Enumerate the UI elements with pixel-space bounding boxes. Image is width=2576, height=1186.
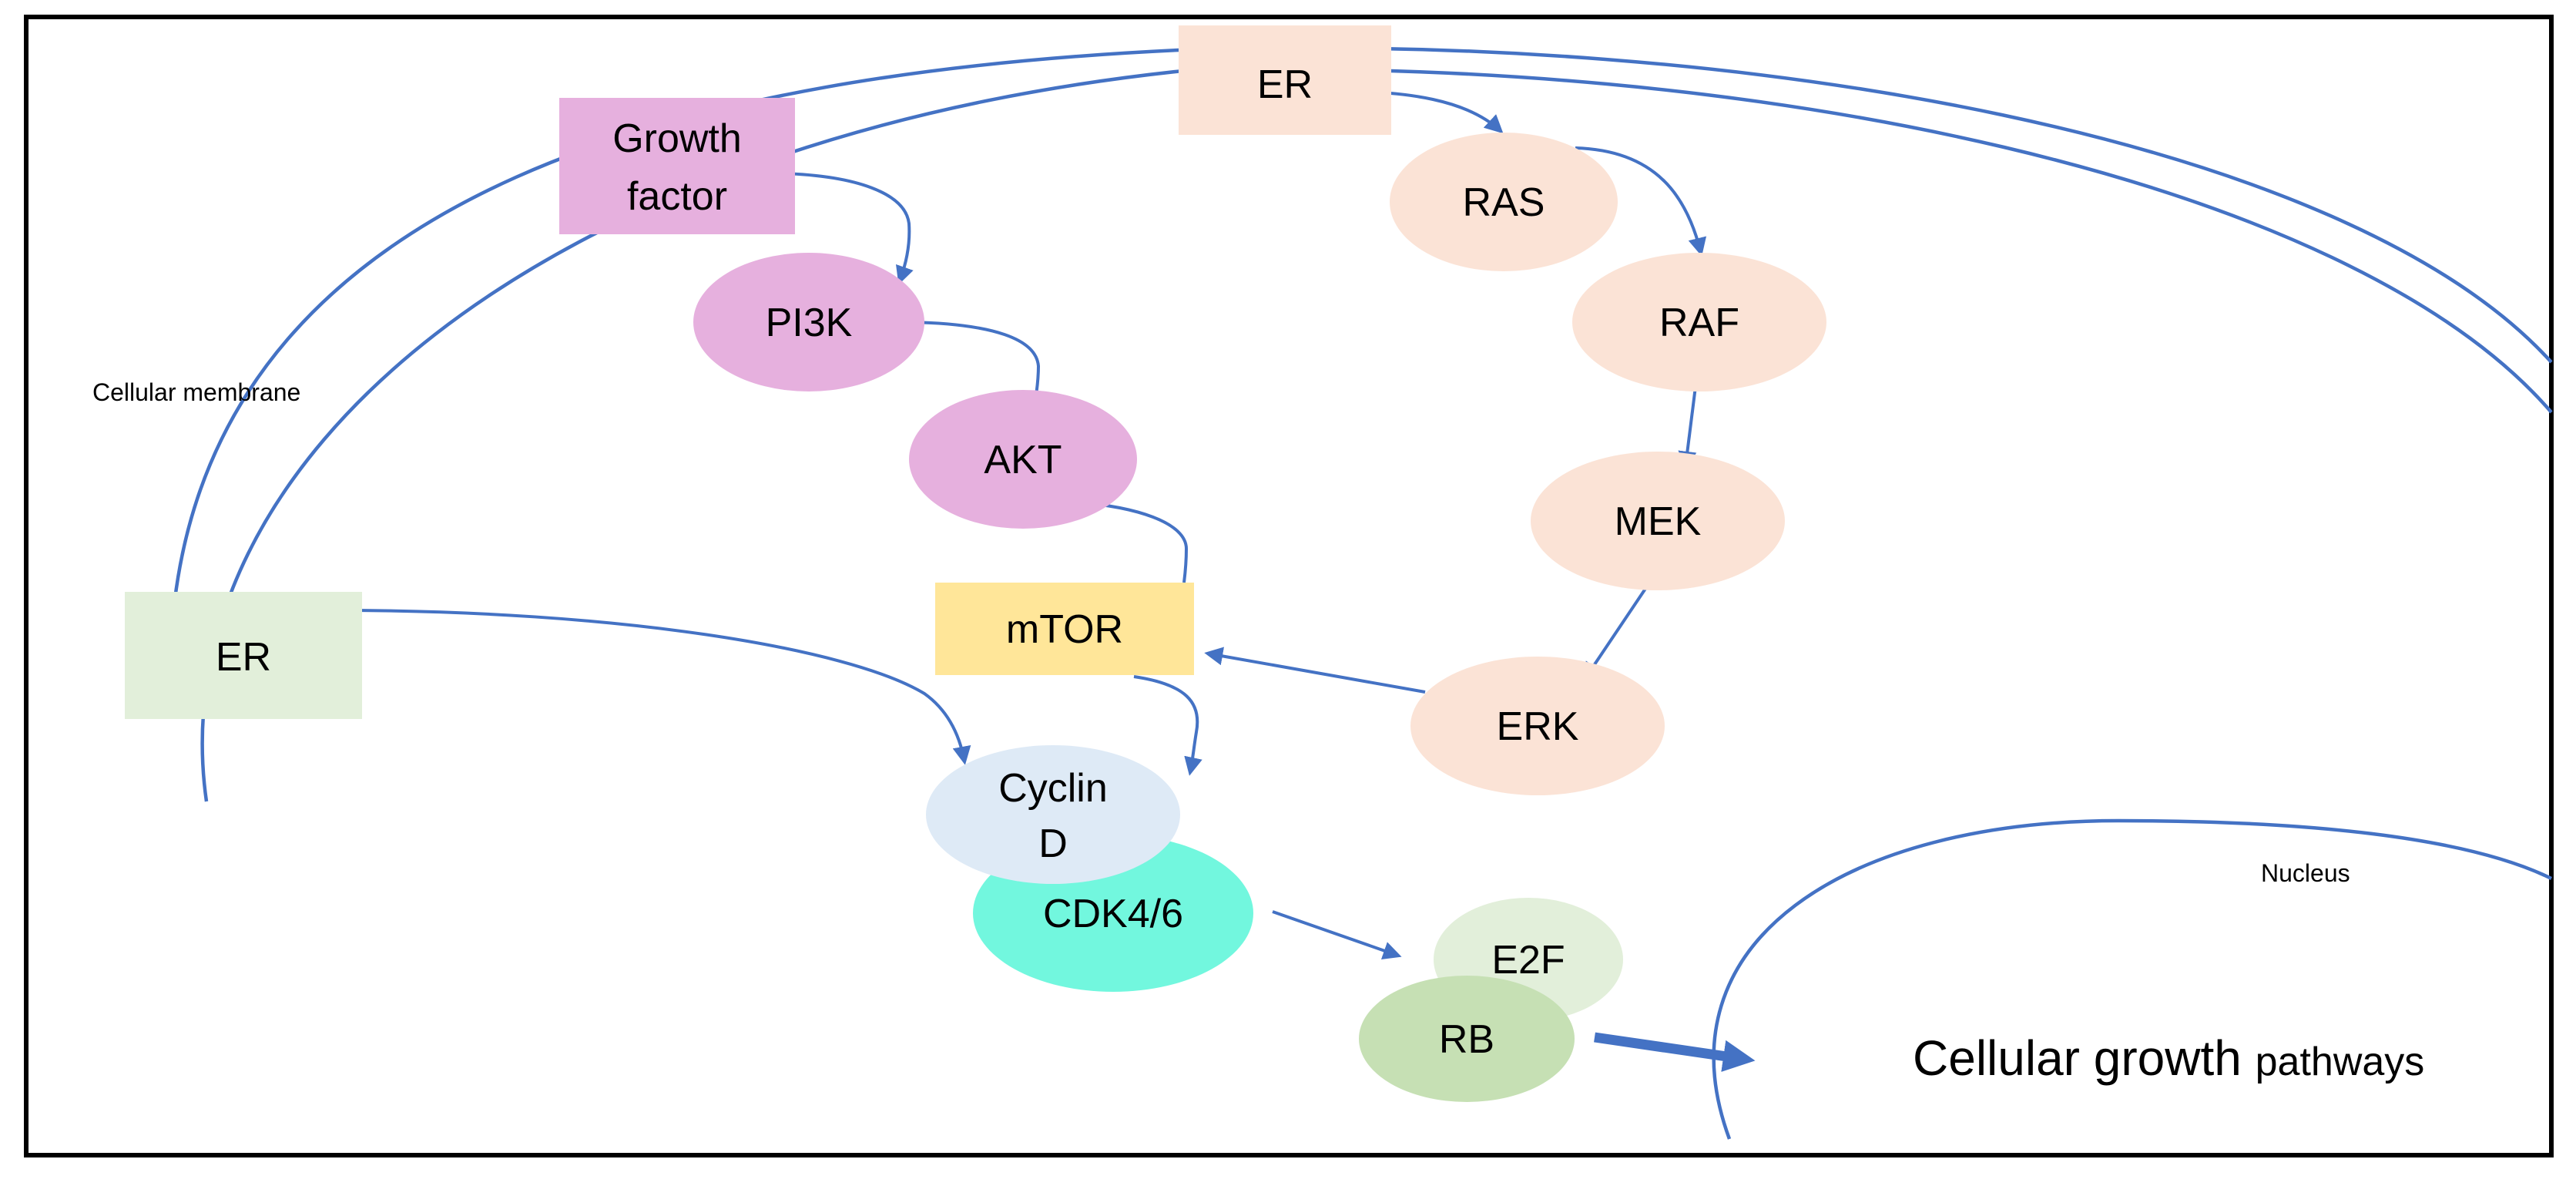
er-left-label: ER bbox=[216, 635, 271, 680]
pi3k-label: PI3K bbox=[766, 301, 853, 345]
er-top-label: ER bbox=[1257, 62, 1313, 107]
cyclin-d-label-line2: D bbox=[1038, 821, 1068, 866]
line-akt-to-mtor bbox=[1056, 499, 1189, 583]
growth-factor-box bbox=[559, 98, 795, 234]
cyclin-d-label-line1: Cyclin bbox=[998, 766, 1108, 811]
mek-label: MEK bbox=[1615, 499, 1702, 544]
arrow-rb-to-growth-pathways bbox=[1594, 1032, 1756, 1072]
cellular-growth-pathways-label: Cellular growth pathways bbox=[1913, 1030, 2424, 1086]
cyclin-d-node bbox=[926, 745, 1180, 884]
akt-label: AKT bbox=[984, 438, 1062, 482]
arrow-mek-to-erk bbox=[1583, 580, 1652, 681]
er-top-box bbox=[1179, 25, 1391, 135]
arrow-cdk-to-e2f bbox=[1272, 910, 1402, 959]
arrow-ras-to-raf bbox=[1575, 146, 1707, 257]
growth-factor-label-line1: Growth bbox=[612, 116, 742, 161]
nucleus-membrane-arc bbox=[1712, 818, 2552, 1140]
akt-node bbox=[909, 390, 1137, 529]
mek-node bbox=[1531, 452, 1785, 590]
raf-node bbox=[1572, 253, 1826, 391]
erk-node bbox=[1410, 657, 1665, 795]
ras-node bbox=[1390, 133, 1618, 271]
cellular-membrane-label: Cellular membrane bbox=[92, 378, 300, 406]
mtor-box bbox=[935, 583, 1194, 675]
er-left-box bbox=[125, 592, 362, 719]
arrow-er-to-cyclin bbox=[334, 609, 971, 765]
cellular-growth-main-text: Cellular growth bbox=[1913, 1030, 2256, 1086]
cellular-growth-suffix-text: pathways bbox=[2256, 1040, 2425, 1084]
ras-label: RAS bbox=[1463, 180, 1545, 225]
raf-label: RAF bbox=[1659, 301, 1739, 345]
cdk46-label: CDK4/6 bbox=[1043, 892, 1183, 936]
growth-factor-label-line2: factor bbox=[627, 174, 727, 219]
nucleus-label: Nucleus bbox=[2261, 859, 2350, 887]
e2f-label: E2F bbox=[1491, 938, 1565, 983]
arrow-growth-factor-to-pi3k bbox=[781, 172, 914, 285]
rb-label: RB bbox=[1439, 1017, 1494, 1062]
mtor-label: mTOR bbox=[1006, 607, 1123, 652]
arrow-erk-to-mtor bbox=[1204, 647, 1426, 694]
diagram-frame bbox=[24, 15, 2554, 1157]
arrow-mtor-to-cyclin bbox=[1133, 675, 1202, 776]
pi3k-node bbox=[693, 253, 924, 391]
rb-node bbox=[1359, 976, 1575, 1102]
erk-label: ERK bbox=[1497, 704, 1579, 749]
